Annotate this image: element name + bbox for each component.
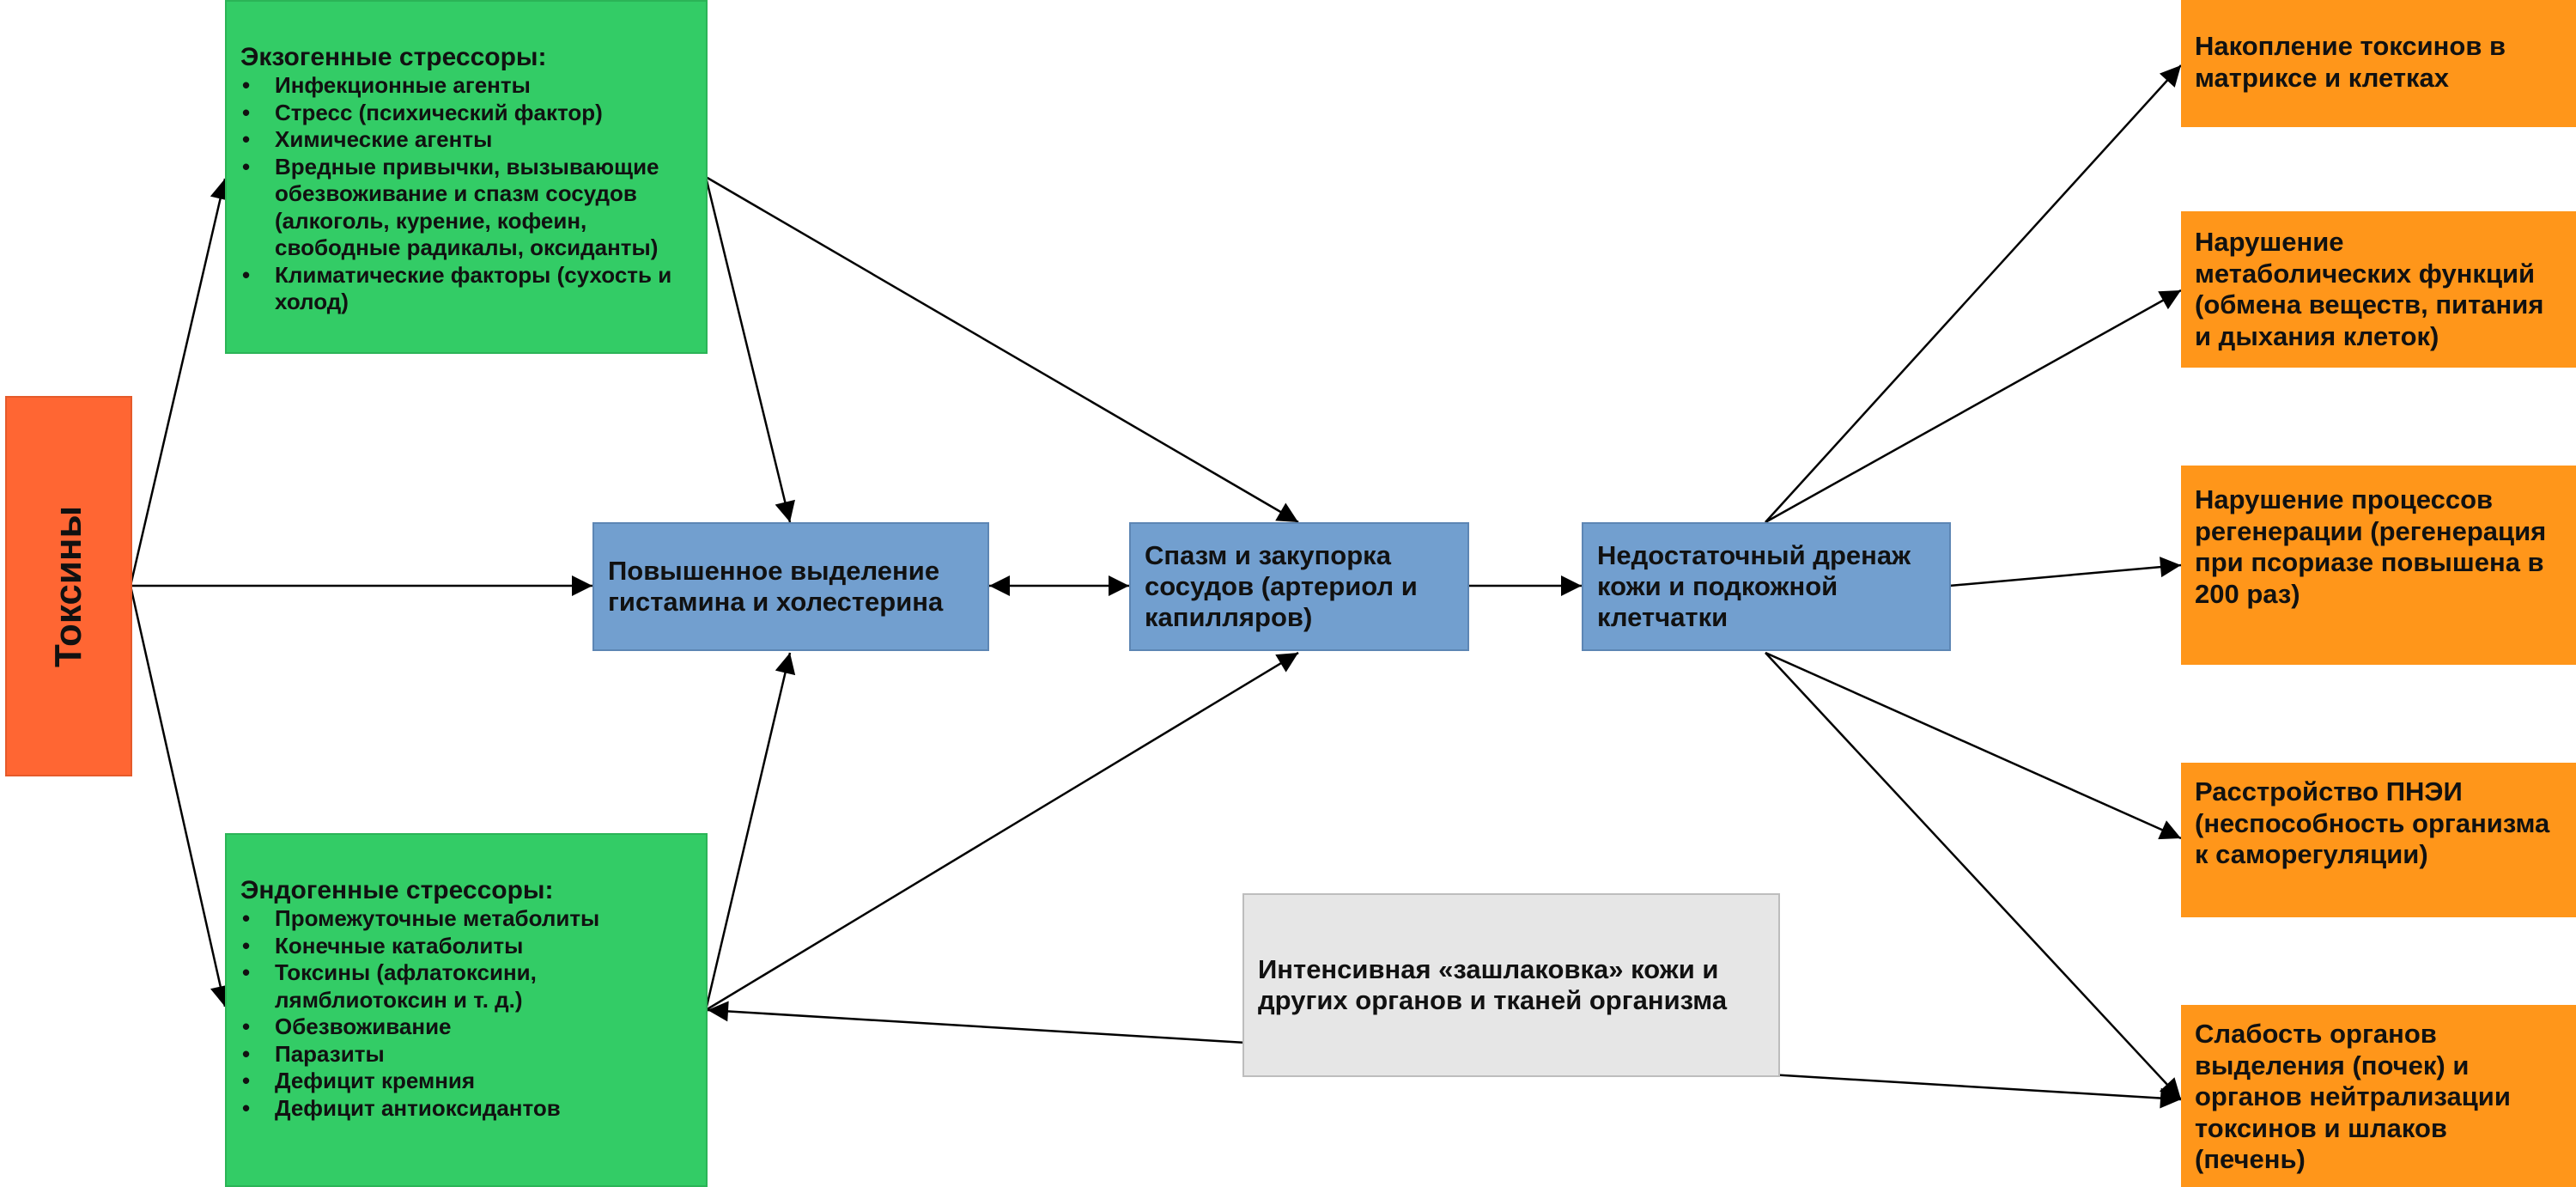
endogenous-stressors-node: Эндогенные стрессоры: Промежуточные мета… xyxy=(225,833,708,1187)
exogenous-list: Инфекционные агенты Стресс (психический … xyxy=(240,72,692,316)
outcome-label: Нарушение метаболических функций (обмена… xyxy=(2195,227,2544,351)
drainage-node: Недостаточный дренаж кожи и подкожной кл… xyxy=(1582,522,1951,651)
toxins-label: Токсины xyxy=(47,505,89,667)
endogenous-list: Промежуточные метаболиты Конечные катабо… xyxy=(240,905,692,1122)
histamine-node: Повышенное выделение гистамина и холесте… xyxy=(592,522,989,651)
endogenous-title: Эндогенные стрессоры: xyxy=(240,876,554,904)
list-item: Химические агенты xyxy=(240,126,692,154)
list-item: Конечные катаболиты xyxy=(240,933,692,960)
spasm-label: Спазм и закупорка сосудов (артериол и ка… xyxy=(1145,540,1418,632)
list-item: Дефицит антиоксидантов xyxy=(240,1095,692,1123)
arrow-endogenous-to-histamine xyxy=(704,652,796,1011)
list-item: Промежуточные метаболиты xyxy=(240,905,692,933)
outcome-label: Накопление токсинов в матриксе и клетках xyxy=(2195,31,2506,93)
arrow-drainage-to-outcome-4 xyxy=(1765,651,2182,840)
histamine-label: Повышенное выделение гистамина и холесте… xyxy=(608,556,944,617)
arrow-drainage-to-outcome-5 xyxy=(1765,652,2182,1100)
arrow-drainage-to-outcome-1 xyxy=(1765,64,2182,523)
arrow-toxins-to-exogenous xyxy=(129,178,231,587)
outcome-metabolic-disorder: Нарушение метаболических функций (обмена… xyxy=(2181,211,2576,368)
list-item: Инфекционные агенты xyxy=(240,72,692,100)
arrow-exogenous-to-spasm xyxy=(705,175,1299,524)
slagging-label: Интенсивная «зашлаковка» кожи и других о… xyxy=(1258,954,1728,1015)
slagging-note: Интенсивная «зашлаковка» кожи и других о… xyxy=(1242,893,1780,1077)
list-item: Паразиты xyxy=(240,1041,692,1068)
outcome-toxin-accumulation: Накопление токсинов в матриксе и клетках xyxy=(2181,0,2576,127)
outcome-label: Нарушение процессов регенерации (регенер… xyxy=(2195,484,2547,609)
arrow-endogenous-to-spasm xyxy=(705,651,1299,1012)
arrow-drainage-to-outcome-2 xyxy=(1765,289,2182,524)
drainage-label: Недостаточный дренаж кожи и подкожной кл… xyxy=(1597,540,1911,632)
arrow-drainage-to-outcome-3 xyxy=(1948,557,2182,587)
spasm-node: Спазм и закупорка сосудов (артериол и ка… xyxy=(1129,522,1469,651)
outcome-excretory-weakness: Слабость органов выделения (почек) и орг… xyxy=(2181,1005,2576,1187)
outcome-regeneration-disorder: Нарушение процессов регенерации (регенер… xyxy=(2181,466,2576,665)
outcome-pnei-disorder: Расстройство ПНЭИ (неспособность организ… xyxy=(2181,763,2576,917)
outcome-label: Слабость органов выделения (почек) и орг… xyxy=(2195,1019,2511,1174)
list-item: Стресс (психический фактор) xyxy=(240,100,692,127)
arrow-toxins-to-endogenous xyxy=(129,585,231,1007)
list-item: Дефицит кремния xyxy=(240,1068,692,1095)
exogenous-title: Экзогенные стрессоры: xyxy=(240,43,547,71)
list-item: Токсины (афлатоксини, лямблиотоксин и т.… xyxy=(240,959,692,1014)
list-item: Климатические факторы (сухость и холод) xyxy=(240,262,692,316)
list-item: Обезвоживание xyxy=(240,1014,692,1041)
exogenous-stressors-node: Экзогенные стрессоры: Инфекционные агент… xyxy=(225,0,708,354)
list-item: Вредные привычки, вызывающие обезвоживан… xyxy=(240,154,692,262)
toxins-node: Токсины xyxy=(5,396,132,776)
arrow-exogenous-to-histamine xyxy=(704,176,795,523)
outcome-label: Расстройство ПНЭИ (неспособность организ… xyxy=(2195,776,2550,869)
